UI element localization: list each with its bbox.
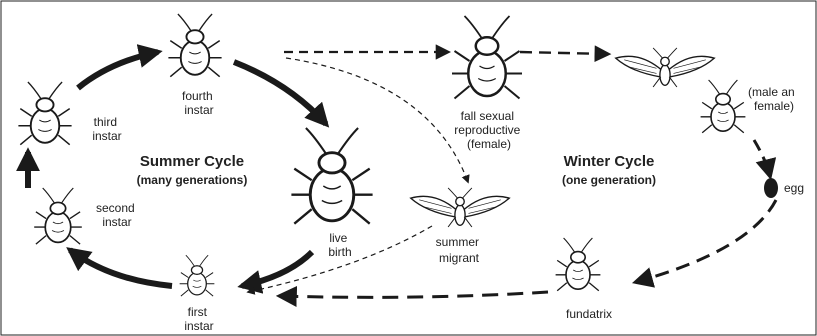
winged-aphid-icon xyxy=(616,48,715,87)
aphid-nymph-icon xyxy=(180,255,215,296)
arrow-icon xyxy=(78,52,158,88)
arrow-icon xyxy=(70,250,172,286)
arrow-icon xyxy=(754,140,770,176)
winter-cycle-subtitle: (one generation) xyxy=(562,173,656,187)
arrow-icon xyxy=(520,52,608,54)
aphid-adult-icon xyxy=(701,80,746,133)
winter-cycle-title: Winter Cycle xyxy=(564,153,655,170)
aphid-adult-icon xyxy=(291,128,372,224)
label-third-instar: third instar xyxy=(92,115,121,143)
label-fourth-instar: fourth instar xyxy=(182,89,216,117)
egg-icon xyxy=(764,178,778,198)
cycle-titles: Summer Cycle (many generations) Winter C… xyxy=(137,153,656,187)
label-fundatrix: fundatrix xyxy=(566,307,612,321)
summer-cycle-title: Summer Cycle xyxy=(140,153,244,170)
label-live-birth: live birth xyxy=(328,231,351,259)
label-egg: egg xyxy=(784,181,804,195)
arrow-icon xyxy=(234,62,326,124)
aphid-adult-icon xyxy=(556,238,601,291)
label-second-instar: second instar xyxy=(96,201,138,229)
label-male-female: (male an female) xyxy=(748,85,798,113)
aphid-nymph-icon xyxy=(18,82,71,145)
label-first-instar: first instar xyxy=(184,305,213,333)
winged-aphid-icon xyxy=(411,188,510,227)
label-fall-sexual: fall sexual reproductive (female) xyxy=(454,109,523,151)
summer-cycle-subtitle: (many generations) xyxy=(137,173,248,187)
aphid-nymph-icon xyxy=(34,188,82,244)
arrow-icon xyxy=(280,292,548,297)
arrow-icon xyxy=(636,200,776,282)
aphid-nymph-icon xyxy=(168,14,221,77)
arrow-icon xyxy=(286,58,468,182)
label-summer-migrant: summer migrant xyxy=(436,235,483,265)
arrow-icon xyxy=(242,252,312,286)
aphid-adult-icon xyxy=(452,16,522,99)
